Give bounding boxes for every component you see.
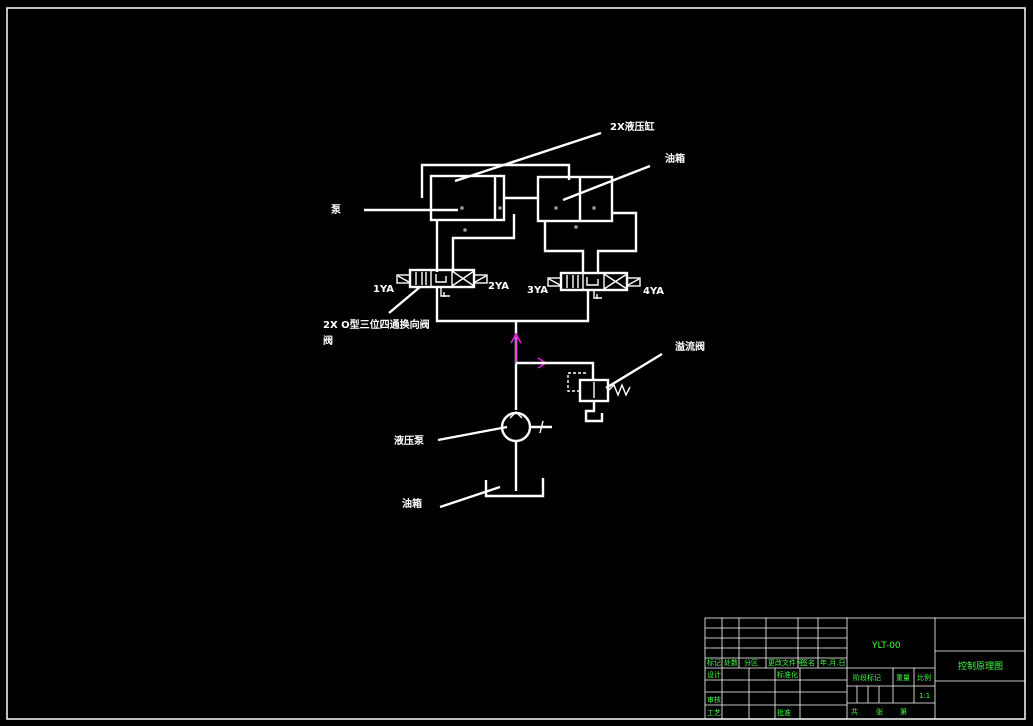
title-scale: 1:1 — [919, 692, 930, 700]
title-sheet-of: 第 — [900, 707, 907, 716]
tank-symbol — [484, 478, 545, 498]
label-cylinder-2x: 2X液压缸 — [610, 120, 655, 133]
pump-symbol — [500, 411, 552, 491]
pipes-right-cylinder — [543, 211, 638, 273]
relief-valve — [567, 372, 631, 423]
manifold-pipe — [435, 287, 590, 323]
label-solenoid-4ya: 4YA — [643, 286, 664, 297]
title-process: 工艺 — [707, 709, 721, 717]
pipes-left-cylinder — [435, 214, 516, 272]
cylinder-left — [429, 174, 506, 232]
title-standardization: 标准化 — [777, 670, 798, 679]
title-header-date: 年.月.日 — [820, 658, 845, 667]
label-tank: 油箱 — [402, 497, 422, 510]
label-valve-left: 泵 — [331, 204, 342, 216]
title-ratio: 比例 — [917, 673, 931, 682]
title-header-mark: 标记 — [707, 658, 721, 667]
directional-valve-left — [396, 268, 488, 297]
label-directional-valve-2: 阀 — [323, 334, 333, 347]
title-sheet-num: 张 — [876, 707, 883, 716]
title-approve: 批准 — [777, 708, 791, 717]
title-sheet-total: 共 — [851, 707, 858, 716]
cylinder-mount-frame — [420, 163, 571, 198]
label-solenoid-2ya: 2YA — [488, 281, 509, 292]
label-solenoid-3ya: 3YA — [527, 285, 548, 296]
title-design: 设计 — [707, 670, 721, 679]
title-weight: 重量 — [896, 674, 910, 682]
title-header-sign: 签名 — [801, 658, 815, 667]
label-tank-fuel: 油箱 — [665, 152, 685, 165]
drawing-border — [6, 7, 1026, 720]
title-header-docno: 更改文件号 — [768, 658, 803, 667]
label-solenoid-1ya: 1YA — [373, 284, 394, 295]
label-directional-valve: 2X O型三位四通换向阀 — [323, 318, 430, 331]
leader-lines — [364, 131, 663, 509]
drawing-title: 控制原理图 — [958, 660, 1003, 672]
drawing-code: YLT-00 — [871, 641, 901, 651]
title-review: 审核 — [707, 695, 721, 704]
title-stage: 阶段标记 — [853, 673, 881, 682]
relief-branch-pipe — [516, 361, 595, 380]
label-relief-valve: 溢流阀 — [675, 340, 705, 353]
label-pump: 液压泵 — [394, 434, 425, 447]
title-block — [704, 617, 1026, 720]
title-header-count: 处数 — [724, 658, 738, 667]
directional-valve-right — [547, 271, 641, 299]
title-header-zone: 分区 — [744, 658, 758, 667]
